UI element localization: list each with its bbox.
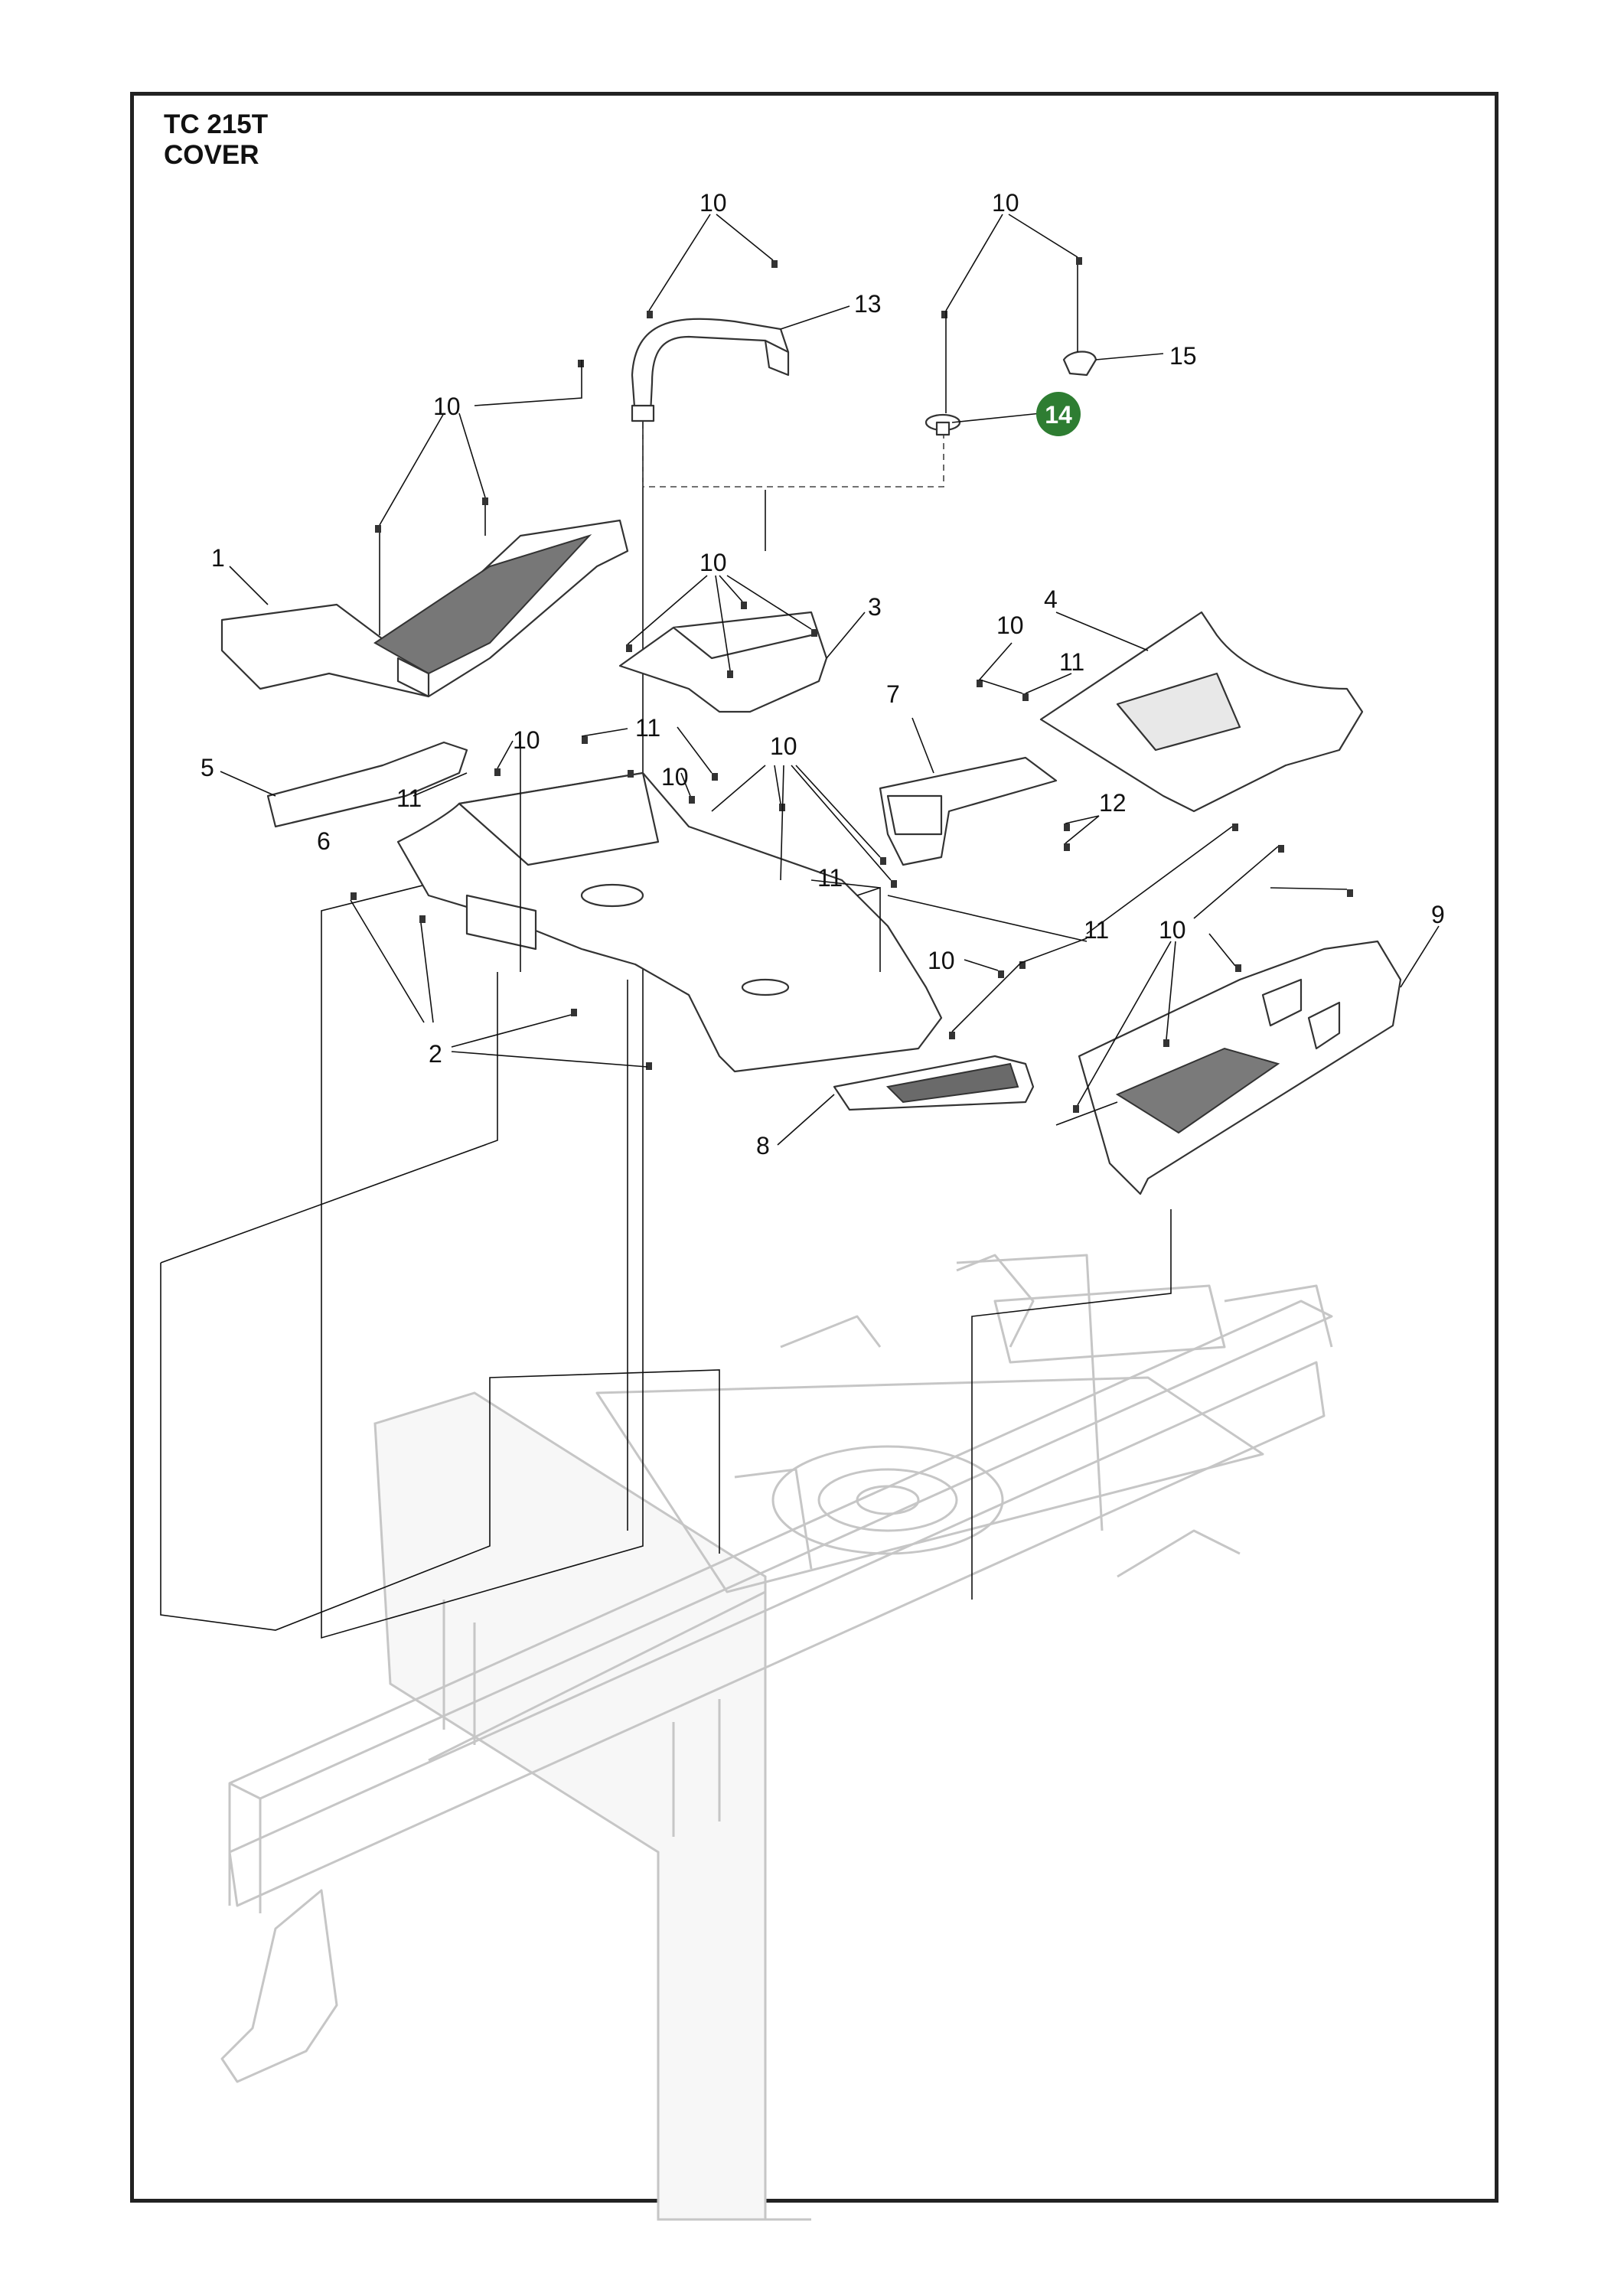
callout-label: 8 xyxy=(756,1132,770,1159)
assembly-drop-lines xyxy=(160,413,1172,1639)
callout-label: 10 xyxy=(928,947,955,974)
callout-label: 10 xyxy=(433,393,461,420)
callout-label: 10 xyxy=(661,763,689,791)
dashed-link xyxy=(642,429,944,488)
model-title: TC 215T xyxy=(164,109,269,139)
part-1-fender xyxy=(220,519,629,698)
callout-label: 11 xyxy=(396,784,422,812)
callout-label: 13 xyxy=(854,290,882,318)
callout-label: 10 xyxy=(513,726,540,754)
callout-label: 1 xyxy=(211,544,225,572)
title-block: TC 215T COVER xyxy=(164,109,268,171)
callout-label: 3 xyxy=(868,593,882,621)
callout-label: 11 xyxy=(635,714,660,742)
callout-label: 10 xyxy=(699,549,727,576)
callout-label: 12 xyxy=(1099,789,1127,817)
drawing-frame xyxy=(130,92,1498,2203)
callout-label: 6 xyxy=(317,827,331,855)
callout-label: 9 xyxy=(1431,901,1445,928)
highlighted-callout-14[interactable]: 14 xyxy=(1036,392,1081,436)
part-15-cap xyxy=(1062,351,1097,377)
section-title: COVER xyxy=(164,140,259,170)
callout-label: 7 xyxy=(886,680,900,708)
callout-label: 15 xyxy=(1169,342,1197,370)
callout-label: 10 xyxy=(992,189,1019,217)
part-4-hood xyxy=(1039,611,1364,813)
chassis-frame-ghost xyxy=(220,1254,1333,2221)
part-7-storage-box xyxy=(879,756,1058,866)
callout-label: 11 xyxy=(817,864,843,892)
highlighted-callout-label: 14 xyxy=(1045,401,1072,429)
part-5-side-panel xyxy=(266,741,468,828)
callout-label: 4 xyxy=(1044,585,1058,613)
hardware-screws xyxy=(351,257,1353,1113)
part-9-footboard xyxy=(1078,940,1402,1195)
callout-label: 10 xyxy=(996,612,1024,639)
callout-label: 11 xyxy=(1084,916,1109,944)
part-6-main-cover xyxy=(396,771,943,1073)
callout-label: 10 xyxy=(770,732,797,760)
part-3-console xyxy=(618,611,828,713)
callout-label: 10 xyxy=(1159,916,1186,944)
callout-label: 11 xyxy=(1059,648,1084,676)
callout-labels: 10 10 13 15 10 1 10 3 4 10 11 7 5 10 11 … xyxy=(201,189,1445,1159)
callout-label: 10 xyxy=(699,189,727,217)
callout-label: 5 xyxy=(201,754,214,781)
callout-leaders xyxy=(220,214,1440,1146)
callout-label: 2 xyxy=(429,1040,442,1068)
part-13-handle xyxy=(631,318,790,422)
part-8-step xyxy=(833,1055,1035,1111)
part-14-mount xyxy=(925,413,961,436)
